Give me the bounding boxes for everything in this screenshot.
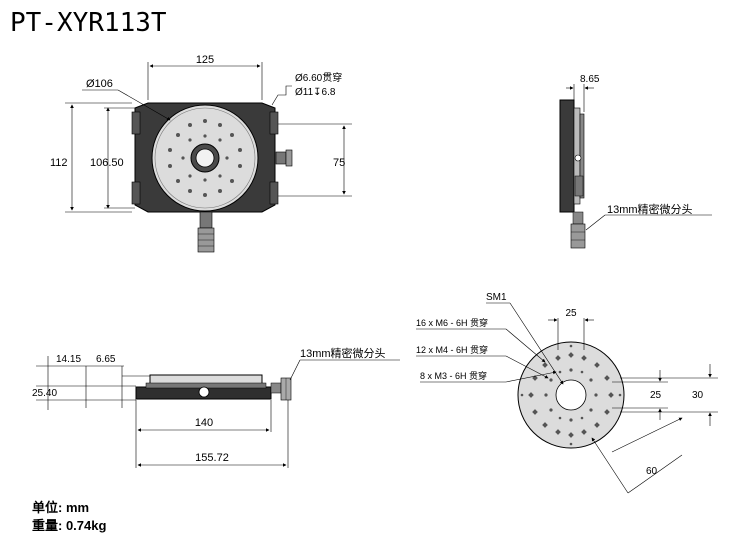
front-view: 14.15 6.65 25.40 140 155.72 13mm精密微分头 xyxy=(32,346,400,468)
detail-view: SM1 16 x M6 - 6H 贯穿 12 x M4 - 6H 贯穿 8 x … xyxy=(416,292,718,494)
side-view-body xyxy=(559,99,575,213)
label-m4: 12 x M4 - 6H 贯穿 xyxy=(416,344,488,355)
dim-14-15: 14.15 xyxy=(56,354,81,365)
dim-right-30: 30 xyxy=(692,390,704,401)
dim-106-50: 106.50 xyxy=(90,157,124,169)
dim-140: 140 xyxy=(195,417,213,429)
spec-unit: 单位: mm xyxy=(32,500,90,515)
spec-weight: 重量: 0.74kg xyxy=(32,518,107,533)
dim-25-40: 25.40 xyxy=(32,388,57,399)
top-view: 125 Ø106 Ø6.60贯穿 Ø11↧6.8 112 106.50 75 xyxy=(50,54,352,253)
dim-top-25: 25 xyxy=(565,308,577,319)
dim-125: 125 xyxy=(196,54,214,66)
dim-diag-60: 60 xyxy=(646,466,658,477)
dim-75: 75 xyxy=(333,157,345,169)
page-title: PT-XYR113T xyxy=(10,8,167,38)
label-m3: 8 x M3 - 6H 贯穿 xyxy=(420,370,487,381)
label-m6: 16 x M6 - 6H 贯穿 xyxy=(416,317,488,328)
side-micrometer-label: 13mm精密微分头 xyxy=(607,202,693,216)
side-view: 8.65 13mm精密微分头 xyxy=(559,74,712,249)
dim-right-25: 25 xyxy=(650,390,662,401)
dim-diameter-106: Ø106 xyxy=(86,78,113,90)
dim-6-65: 6.65 xyxy=(96,354,116,365)
dim-112: 112 xyxy=(50,157,68,169)
dim-8-65: 8.65 xyxy=(580,74,600,85)
dim-155-72: 155.72 xyxy=(195,452,229,464)
detail-center-bore xyxy=(555,379,587,411)
hole-note-counterbore: Ø11↧6.8 xyxy=(295,87,336,98)
label-sm1: SM1 xyxy=(486,292,507,303)
front-micrometer-label: 13mm精密微分头 xyxy=(300,346,386,360)
hole-note-through: Ø6.60贯穿 xyxy=(295,71,342,84)
